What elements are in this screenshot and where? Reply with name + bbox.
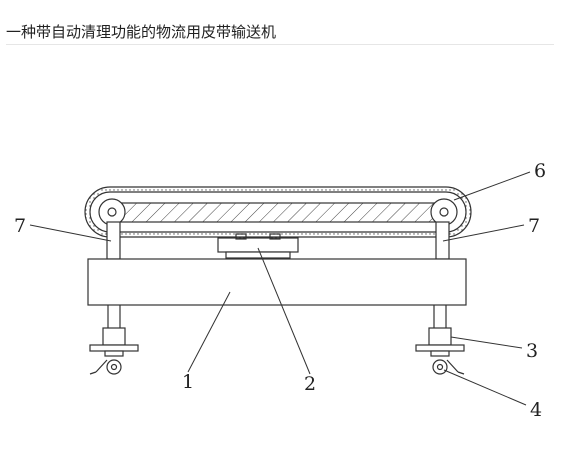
conveyor-drawing: 1 2 3 4 6 7 7 [0, 45, 562, 450]
label-1: 1 [182, 371, 194, 393]
conveyor-drawing-svg: 1 2 3 4 6 7 7 [14, 160, 546, 421]
leader-7-right [442, 224, 525, 242]
leader-6 [453, 171, 531, 201]
conveyor-bed [109, 202, 447, 223]
leader-1 [187, 291, 231, 373]
left-roller [98, 198, 126, 226]
caster-wheel-left [89, 359, 122, 375]
leader-4 [443, 369, 527, 406]
leader-3 [450, 336, 523, 349]
title-bar: 一种带自动清理功能的物流用皮带输送机 [0, 0, 562, 45]
caster-wheel-right [432, 359, 465, 375]
right-roller [430, 198, 458, 226]
frame-body [87, 258, 467, 306]
cleaning-device [217, 233, 299, 259]
label-7-left: 7 [14, 215, 26, 237]
label-4: 4 [530, 399, 542, 421]
page-title: 一种带自动清理功能的物流用皮带输送机 [6, 23, 277, 41]
label-7-right: 7 [528, 215, 540, 237]
label-2: 2 [304, 373, 316, 395]
support-leg-right [415, 305, 465, 357]
label-3: 3 [526, 340, 538, 362]
leader-lines [29, 171, 531, 406]
support-leg-left [89, 305, 139, 357]
label-6: 6 [534, 160, 546, 182]
leader-2 [257, 247, 311, 375]
leader-7-left [29, 224, 112, 242]
title-divider [6, 44, 554, 45]
